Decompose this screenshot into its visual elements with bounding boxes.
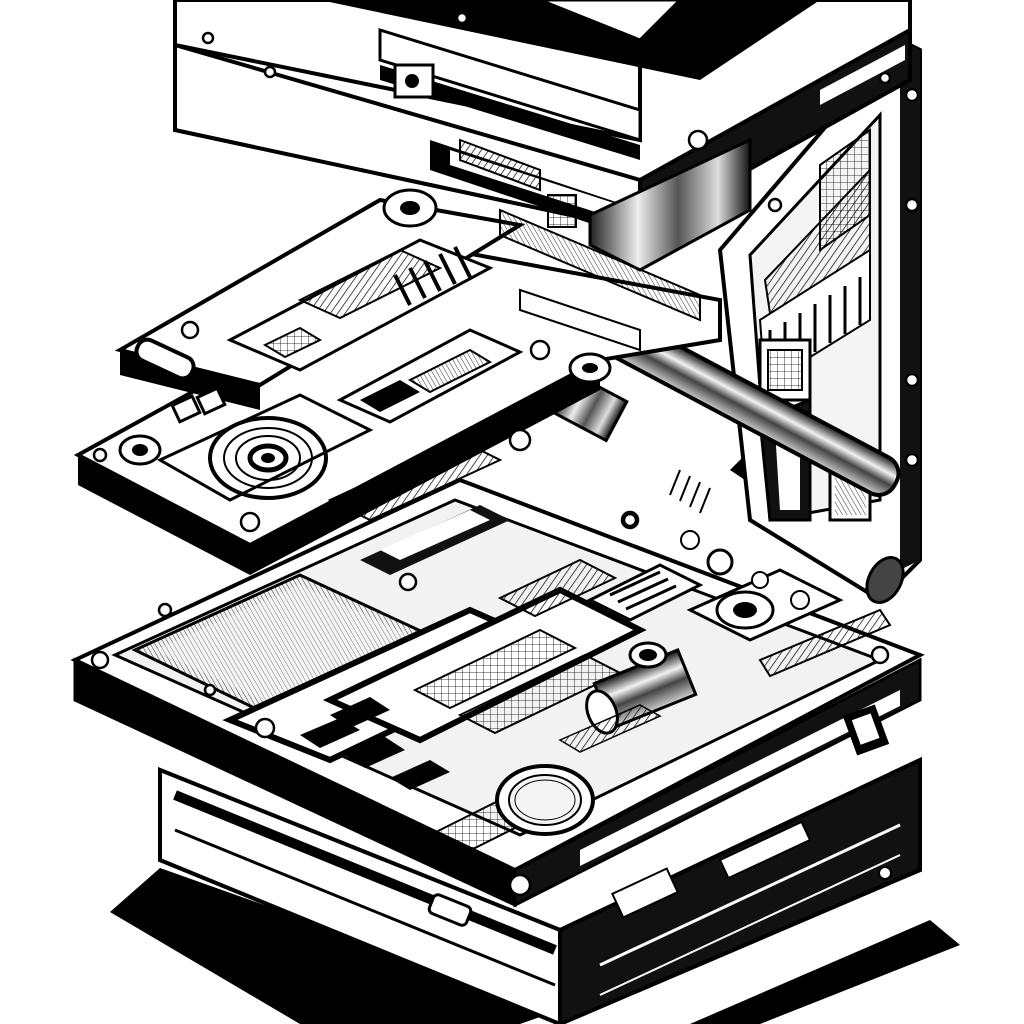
chip-row [300, 697, 450, 790]
base-block [110, 756, 960, 1024]
lower-tray [70, 477, 925, 908]
top-lid [173, 0, 912, 272]
cylinder-component [585, 641, 698, 735]
